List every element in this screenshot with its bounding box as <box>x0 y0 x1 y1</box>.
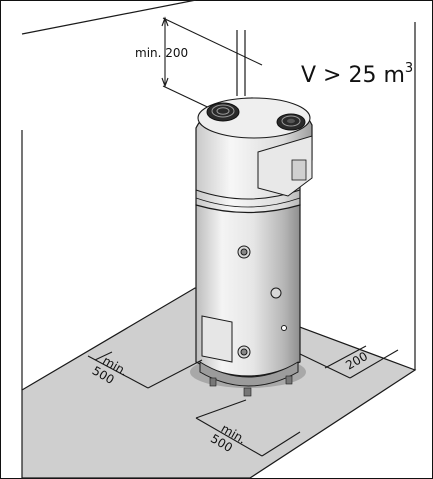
exhaust-duct <box>236 30 246 96</box>
front-clearance-dimension <box>195 399 301 457</box>
side-clearance-dimension <box>299 345 399 379</box>
height-dimension <box>161 16 263 113</box>
volume-label: V > 25 m3 <box>301 61 413 88</box>
volume-exponent: 3 <box>405 61 413 76</box>
volume-prefix: V > 25 m <box>301 63 405 88</box>
room-walls <box>21 0 416 390</box>
pipe-connections <box>237 245 287 359</box>
height-min-label: min. 200 <box>135 46 188 60</box>
air-outlet-fan <box>276 113 306 131</box>
left-clearance-dimension <box>87 351 203 389</box>
air-inlet-fan <box>206 102 240 122</box>
front-panel <box>201 315 233 363</box>
